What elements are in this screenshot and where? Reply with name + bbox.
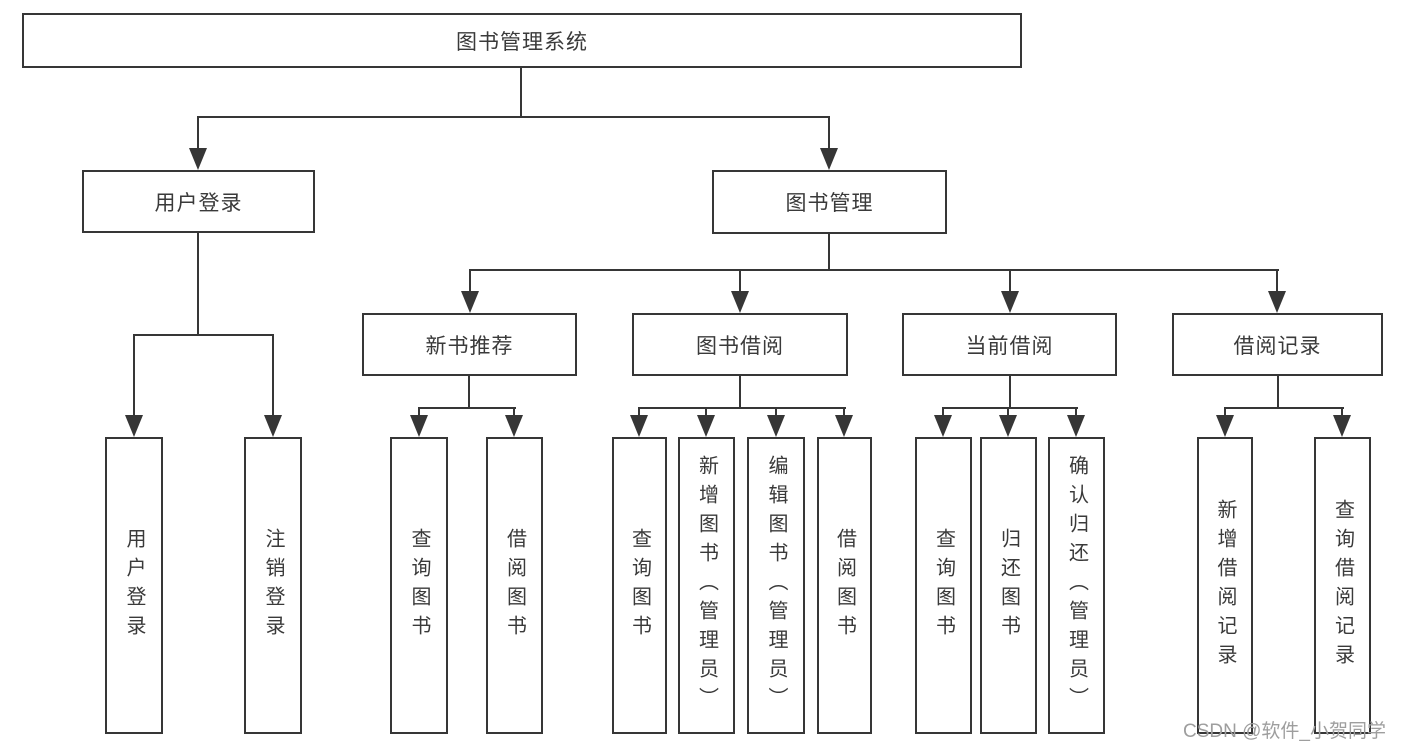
- arrowhead-down-icon: [410, 415, 428, 437]
- connector-line: [468, 376, 470, 409]
- node-current-borrowing-label: 当前借阅: [965, 334, 1054, 358]
- connector-line: [1009, 269, 1011, 293]
- connector-line: [1276, 269, 1278, 293]
- connector-line: [1341, 407, 1343, 417]
- arrowhead-down-icon: [1001, 291, 1019, 313]
- node-library-system-label: 图书管理系统: [456, 30, 588, 54]
- connector-line: [775, 407, 777, 417]
- arrowhead-down-icon: [1333, 415, 1351, 437]
- node-new-book-recommendation-label: 新书推荐: [425, 334, 514, 358]
- node-user-login: 用户登录: [82, 170, 315, 233]
- arrowhead-down-icon: [264, 415, 282, 437]
- leaf-add-borrow-record: 新增借阅记录: [1197, 437, 1253, 734]
- connector-line: [705, 407, 707, 417]
- arrowhead-down-icon: [999, 415, 1017, 437]
- connector-line: [1224, 407, 1226, 417]
- leaf-borrowing-query-books-label: 查询图书: [628, 527, 651, 644]
- leaf-confirm-return-admin-label: 确认归还（管理员）: [1065, 455, 1088, 716]
- leaf-confirm-return-admin: 确认归还（管理员）: [1048, 437, 1105, 734]
- leaf-borrowing-borrow-books-label: 借阅图书: [833, 527, 856, 644]
- connector-line: [942, 407, 1078, 409]
- connector-line: [1009, 376, 1011, 409]
- node-library-system: 图书管理系统: [22, 13, 1022, 68]
- leaf-newbook-query-books: 查询图书: [390, 437, 448, 734]
- arrowhead-down-icon: [461, 291, 479, 313]
- leaf-newbook-query-books-label: 查询图书: [408, 527, 430, 644]
- arrowhead-down-icon: [630, 415, 648, 437]
- connector-line: [739, 269, 741, 293]
- connector-line: [739, 376, 741, 409]
- leaf-borrowing-borrow-books: 借阅图书: [817, 437, 872, 734]
- connector-line: [638, 407, 640, 417]
- connector-line: [1224, 407, 1344, 409]
- connector-line: [418, 407, 516, 409]
- leaf-add-borrow-record-label: 新增借阅记录: [1214, 498, 1236, 673]
- connector-line: [469, 269, 1279, 271]
- leaf-query-borrow-record-label: 查询借阅记录: [1331, 498, 1354, 673]
- leaf-edit-book-admin-label: 编辑图书（管理员）: [765, 455, 787, 716]
- node-current-borrowing: 当前借阅: [902, 313, 1117, 376]
- node-borrowing-records: 借阅记录: [1172, 313, 1383, 376]
- connector-line: [418, 407, 420, 417]
- arrowhead-down-icon: [1268, 291, 1286, 313]
- node-book-management-label: 图书管理: [785, 192, 874, 215]
- node-new-book-recommendation: 新书推荐: [362, 313, 577, 376]
- node-borrowing-records-label: 借阅记录: [1233, 334, 1322, 358]
- arrowhead-down-icon: [767, 415, 785, 437]
- connector-line: [513, 407, 515, 417]
- arrowhead-down-icon: [1067, 415, 1085, 437]
- connector-line: [1277, 376, 1279, 409]
- leaf-add-book-admin-label: 新增图书（管理员）: [695, 455, 718, 716]
- leaf-logout-label: 注销登录: [262, 527, 284, 644]
- arrowhead-down-icon: [835, 415, 853, 437]
- connector-line: [828, 116, 830, 150]
- leaf-user-login-label: 用户登录: [123, 527, 145, 644]
- arrowhead-down-icon: [1216, 415, 1234, 437]
- leaf-newbook-borrow-books-label: 借阅图书: [503, 527, 526, 644]
- arrowhead-down-icon: [505, 415, 523, 437]
- arrowhead-down-icon: [731, 291, 749, 313]
- node-user-login-label: 用户登录: [154, 191, 243, 215]
- connector-line: [1075, 407, 1077, 417]
- leaf-return-books: 归还图书: [980, 437, 1037, 734]
- leaf-borrowing-query-books: 查询图书: [612, 437, 667, 734]
- connector-line: [1007, 407, 1009, 417]
- csdn-watermark: CSDN @软件_小贺同学: [1183, 721, 1386, 742]
- connector-line: [133, 334, 135, 417]
- leaf-edit-book-admin: 编辑图书（管理员）: [747, 437, 805, 734]
- arrowhead-down-icon: [189, 148, 207, 170]
- node-book-borrowing: 图书借阅: [632, 313, 848, 376]
- node-book-borrowing-label: 图书借阅: [696, 334, 784, 358]
- connector-line: [942, 407, 944, 417]
- connector-line: [469, 269, 471, 293]
- connector-line: [520, 68, 522, 118]
- arrowhead-down-icon: [697, 415, 715, 437]
- arrowhead-down-icon: [820, 148, 838, 170]
- connector-line: [272, 334, 274, 417]
- connector-line: [638, 407, 846, 409]
- leaf-query-borrow-record: 查询借阅记录: [1314, 437, 1371, 734]
- leaf-newbook-borrow-books: 借阅图书: [486, 437, 543, 734]
- leaf-current-query-books: 查询图书: [915, 437, 972, 734]
- connector-line: [197, 233, 199, 335]
- connector-line: [843, 407, 845, 417]
- connector-line: [197, 116, 199, 150]
- arrowhead-down-icon: [125, 415, 143, 437]
- connector-line: [133, 334, 274, 336]
- leaf-add-book-admin: 新增图书（管理员）: [678, 437, 735, 734]
- node-book-management: 图书管理: [712, 170, 947, 234]
- leaf-user-login: 用户登录: [105, 437, 163, 734]
- leaf-logout: 注销登录: [244, 437, 302, 734]
- leaf-current-query-books-label: 查询图书: [932, 527, 955, 644]
- connector-line: [828, 234, 830, 271]
- arrowhead-down-icon: [934, 415, 952, 437]
- leaf-return-books-label: 归还图书: [997, 527, 1020, 644]
- connector-line: [197, 116, 830, 118]
